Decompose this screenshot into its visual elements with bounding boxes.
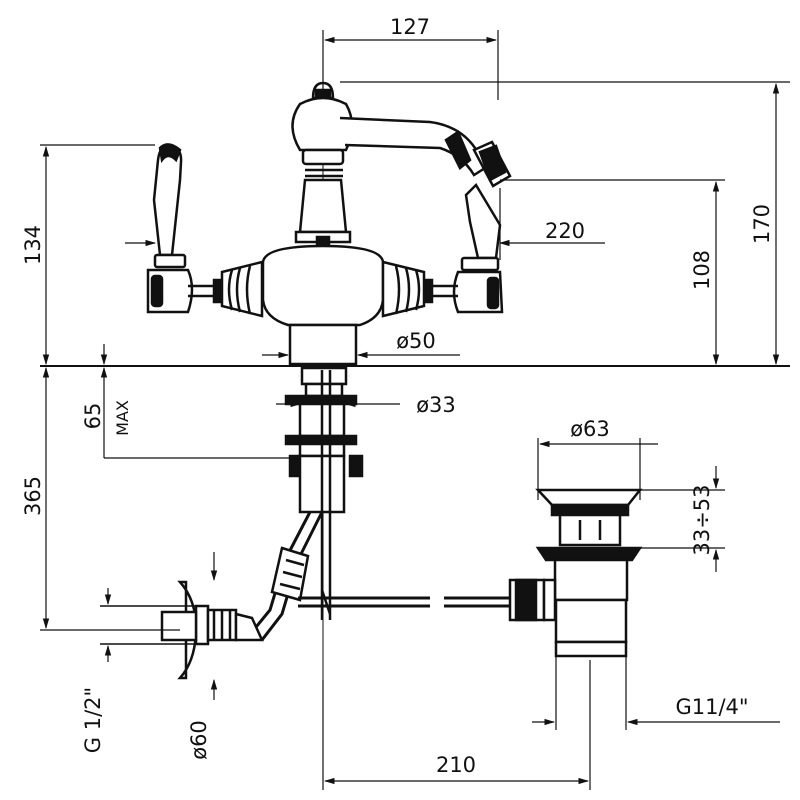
waste-assembly <box>444 488 643 658</box>
dim-body-diameter: ø50 <box>396 329 436 353</box>
dim-width-top: 127 <box>390 15 430 39</box>
dim-rosette-diameter: ø60 <box>187 720 211 760</box>
dim-spout-height: 108 <box>690 250 714 290</box>
mixer-body <box>261 81 385 366</box>
dim-max-thickness: 65 <box>81 403 105 430</box>
right-lever-handle <box>381 182 504 318</box>
spout <box>339 116 512 188</box>
under-deck-assembly <box>100 366 430 680</box>
dim-handle-height: 134 <box>21 225 45 265</box>
dim-waste-adjust: 33÷53 <box>690 484 714 555</box>
dim-spout-reach: 220 <box>545 219 585 243</box>
left-lever-handle <box>146 143 264 318</box>
dim-shank-diameter: ø33 <box>416 393 456 417</box>
dim-below-deck: 365 <box>21 476 45 516</box>
dim-waste-distance: 210 <box>436 753 476 777</box>
dim-waste-diameter: ø63 <box>570 417 610 441</box>
dimension-lines <box>40 30 790 790</box>
dim-total-height: 170 <box>750 204 774 244</box>
dim-inlet-thread: G 1/2" <box>81 687 105 753</box>
dim-max-label: MAX <box>113 400 132 436</box>
dim-waste-thread: G11/4" <box>675 695 748 719</box>
